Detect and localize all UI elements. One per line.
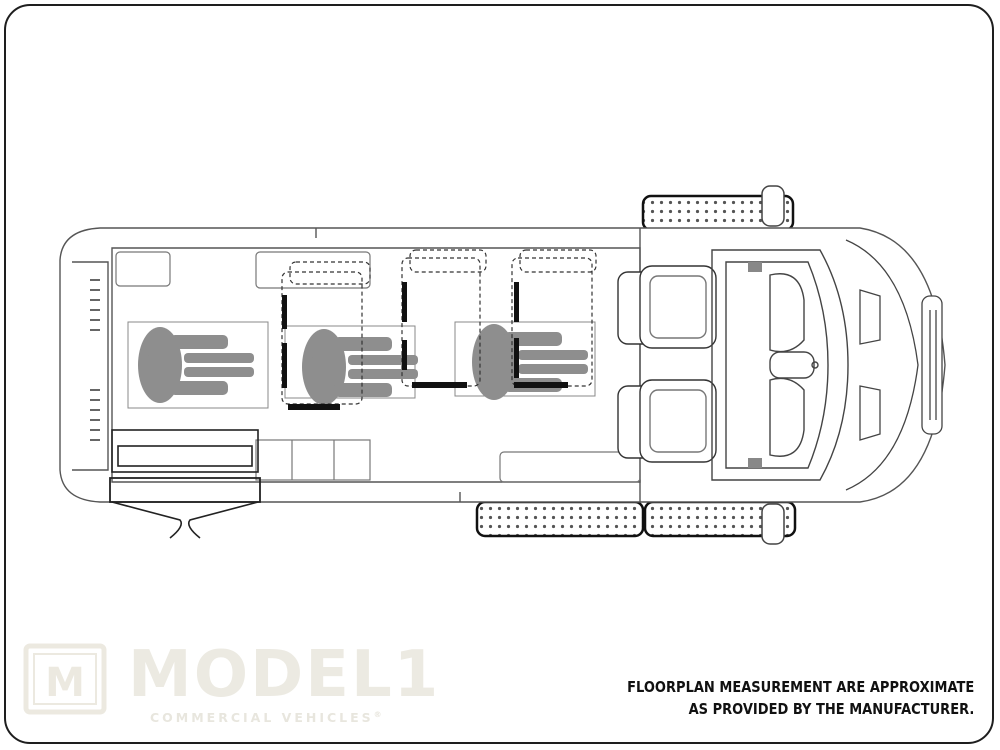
seat-track-3b bbox=[514, 338, 519, 378]
seat-track-2a bbox=[402, 282, 407, 322]
rear-vents bbox=[90, 279, 100, 441]
wheelchair-position-3 bbox=[454, 321, 596, 400]
logo-trademark: ® bbox=[373, 710, 385, 719]
logo-mark-letter: M bbox=[45, 660, 85, 706]
wheelchair-position-1 bbox=[127, 321, 269, 409]
logo-name: MODEL bbox=[128, 638, 394, 712]
dashboard bbox=[711, 249, 849, 481]
logo-numeral: 1 bbox=[393, 638, 441, 712]
side-step-bottom-rear bbox=[475, 500, 645, 538]
disclaimer-note: FLOORPLAN MEASUREMENT ARE APPROXIMATE AS… bbox=[627, 676, 974, 720]
seat-track-1a bbox=[282, 295, 287, 329]
seat-belt-bar-2 bbox=[412, 382, 467, 388]
hood bbox=[845, 239, 943, 491]
mirror-top bbox=[761, 185, 785, 227]
logo-tagline: COMMERCIAL VEHICLES bbox=[150, 710, 374, 725]
logo-tagline-row: COMMERCIAL VEHICLES® bbox=[150, 710, 385, 725]
seat-belt-bar-3 bbox=[514, 382, 568, 388]
seat-track-3a bbox=[514, 282, 519, 322]
driver-seat bbox=[617, 265, 717, 349]
logo-wordmark: MODEL1 bbox=[128, 640, 440, 710]
seat-belt-bar-1 bbox=[288, 404, 340, 410]
passenger-seat bbox=[617, 379, 717, 463]
seat-track-1b bbox=[282, 343, 287, 388]
folding-seat-3 bbox=[511, 249, 597, 387]
model1-logo-mark: M bbox=[23, 643, 107, 715]
disclaimer-line-2: AS PROVIDED BY THE MANUFACTURER. bbox=[688, 700, 974, 718]
rear-lift bbox=[109, 429, 261, 539]
mirror-bottom bbox=[761, 503, 785, 545]
seat-track-2b bbox=[402, 340, 407, 370]
disclaimer-line-1: FLOORPLAN MEASUREMENT ARE APPROXIMATE bbox=[626, 678, 974, 696]
